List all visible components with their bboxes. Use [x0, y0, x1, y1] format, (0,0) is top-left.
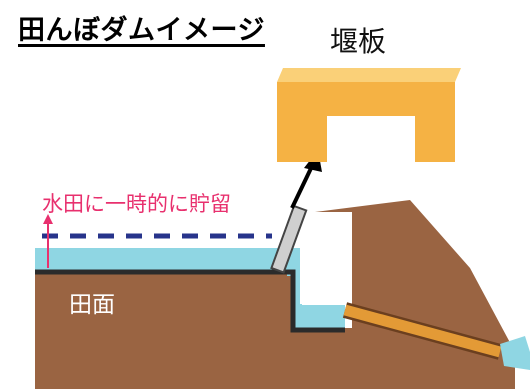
field-surface-line — [35, 269, 345, 333]
page-title: 田んぼダムイメージ — [18, 15, 265, 46]
callout-arrow — [290, 161, 316, 209]
weir-board-shape — [277, 68, 461, 82]
paddy-water — [35, 248, 287, 270]
drainage-box-opening — [300, 228, 345, 304]
weir-board-label: 堰板 — [330, 25, 387, 58]
outflow-water — [500, 336, 530, 370]
weir-board-slot — [270, 204, 308, 274]
paddy-soil — [35, 200, 515, 389]
temporary-storage-label: 水田に一時的に貯留 — [42, 192, 231, 216]
paddy-field-label: 田面 — [69, 292, 115, 318]
